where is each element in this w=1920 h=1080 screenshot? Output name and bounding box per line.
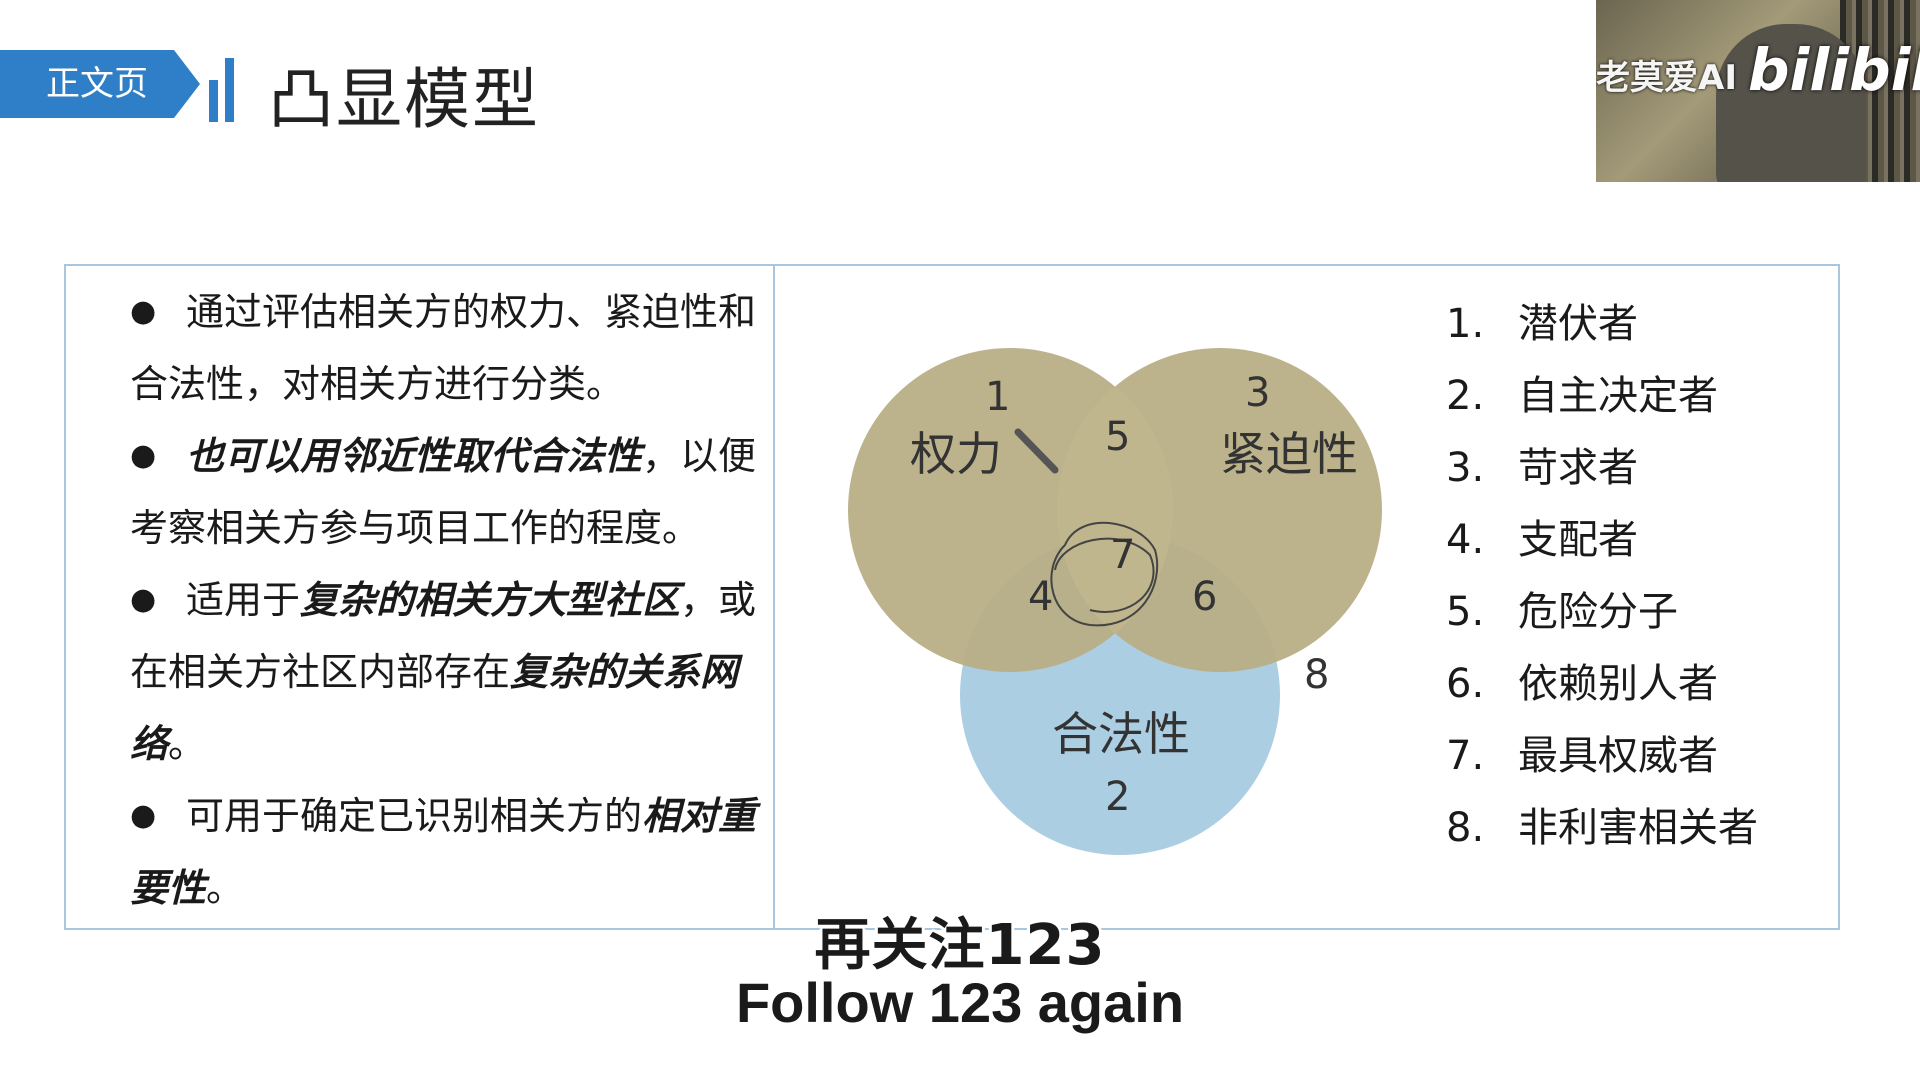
bullet-text: 通过评估相关方的权力、紧迫性和合法性，对相关方进行分类。: [130, 290, 757, 406]
subtitle-chinese: 再关注123: [814, 913, 1106, 978]
region-number: 6: [1192, 574, 1217, 620]
region-number: 2: [1105, 774, 1130, 820]
bilibili-logo: bilibili: [1748, 36, 1920, 104]
region-number: 5: [1105, 414, 1130, 460]
bullet-emphasis: 复杂的相关方大型社区: [300, 578, 681, 622]
legend-number: 2.: [1446, 373, 1485, 419]
bullet-dot-icon: ●: [130, 582, 157, 617]
legend-item: 2. 自主决定者: [1446, 360, 1758, 432]
bullet-text: ，以便考察相关方参与项目工作的程度。: [130, 434, 757, 550]
legend-label: 苛求者: [1518, 445, 1638, 491]
bullet-item: ● 可用于确定已识别相关方的相对重要性。: [130, 780, 790, 924]
bullet-emphasis: 相对重要性: [130, 794, 757, 910]
legend-item: 6. 依赖别人者: [1446, 648, 1758, 720]
bullet-list: ●通过评估相关方的权力、紧迫性和合法性，对相关方进行分类。 ●也可以用邻近性取代…: [130, 276, 790, 924]
bullet-text: 。: [168, 722, 207, 766]
legend-number: 8.: [1446, 805, 1485, 851]
legend-item: 1. 潜伏者: [1446, 288, 1758, 360]
stakeholder-legend: 1. 潜伏者 2. 自主决定者 3. 苛求者 4. 支配者 5. 危险分子 6. 依赖别人者…: [1446, 288, 1758, 864]
page-title: 凸显模型: [268, 61, 540, 138]
pencil-cursor-icon: [1014, 428, 1059, 474]
region-number: 1: [985, 374, 1010, 420]
legend-label: 非利害相关者: [1518, 805, 1758, 851]
bullet-item: ●通过评估相关方的权力、紧迫性和合法性，对相关方进行分类。: [130, 276, 790, 420]
region-number: 8: [1304, 652, 1329, 698]
bullet-dot-icon: ●: [130, 294, 157, 329]
urgency-label: 紧迫性: [1220, 427, 1358, 481]
content-frame: [64, 264, 1840, 930]
frame-divider: [773, 264, 775, 930]
region-number: 7: [1110, 532, 1135, 578]
legend-number: 6.: [1446, 661, 1485, 707]
presenter-silhouette: [1716, 24, 1866, 182]
power-label: 权力: [910, 427, 1002, 481]
subtitle-english: Follow 123 again: [735, 971, 1185, 1034]
legend-item: 8. 非利害相关者: [1446, 792, 1758, 864]
legend-label: 支配者: [1518, 517, 1638, 563]
bullet-emphasis: 复杂的关系网络: [130, 650, 739, 766]
legend-number: 5.: [1446, 589, 1485, 635]
bullet-emphasis: 也可以用邻近性取代合法性: [186, 434, 643, 478]
legitimacy-label: 合法性: [1052, 707, 1190, 761]
legend-label: 危险分子: [1518, 589, 1678, 635]
bullet-item: ● 适用于复杂的相关方大型社区，或在相关方社区内部存在复杂的关系网络。: [130, 564, 790, 780]
legend-number: 7.: [1446, 733, 1485, 779]
legend-item: 4. 支配者: [1446, 504, 1758, 576]
webcam-overlay: 老莫爱AI bilibili: [1596, 0, 1920, 182]
region-number: 4: [1028, 574, 1053, 620]
legend-label: 自主决定者: [1518, 373, 1718, 419]
section-tag: 正文页: [0, 50, 200, 118]
legend-number: 1.: [1446, 301, 1485, 347]
annotation-scribble: [1050, 521, 1159, 627]
legend-number: 3.: [1446, 445, 1485, 491]
legend-label: 最具权威者: [1518, 733, 1718, 779]
bullet-text: 。: [206, 866, 245, 910]
legend-item: 7. 最具权威者: [1446, 720, 1758, 792]
region-number: 3: [1245, 370, 1270, 416]
bullet-dot-icon: ●: [130, 798, 157, 833]
legend-number: 4.: [1446, 517, 1485, 563]
channel-watermark: 老莫爱AI: [1596, 58, 1737, 98]
title-accent-bars: [209, 52, 249, 122]
legend-label: 潜伏者: [1518, 301, 1638, 347]
salience-venn-diagram: 权力 紧迫性 合法性 1 2 3 4 5 6 7 8: [848, 348, 1382, 855]
legend-label: 依赖别人者: [1518, 661, 1718, 707]
bullet-text: 适用于: [186, 578, 301, 622]
bullet-dot-icon: ●: [130, 438, 157, 473]
bullet-item: ● 也可以用邻近性取代合法性，以便考察相关方参与项目工作的程度。: [130, 420, 790, 564]
legend-item: 5. 危险分子: [1446, 576, 1758, 648]
power-urgency-overlap: [1057, 386, 1173, 634]
legend-item: 3. 苛求者: [1446, 432, 1758, 504]
bullet-text: ，或在相关方社区内部存在: [130, 578, 757, 694]
bullet-text: 可用于确定已识别相关方的: [186, 794, 643, 838]
